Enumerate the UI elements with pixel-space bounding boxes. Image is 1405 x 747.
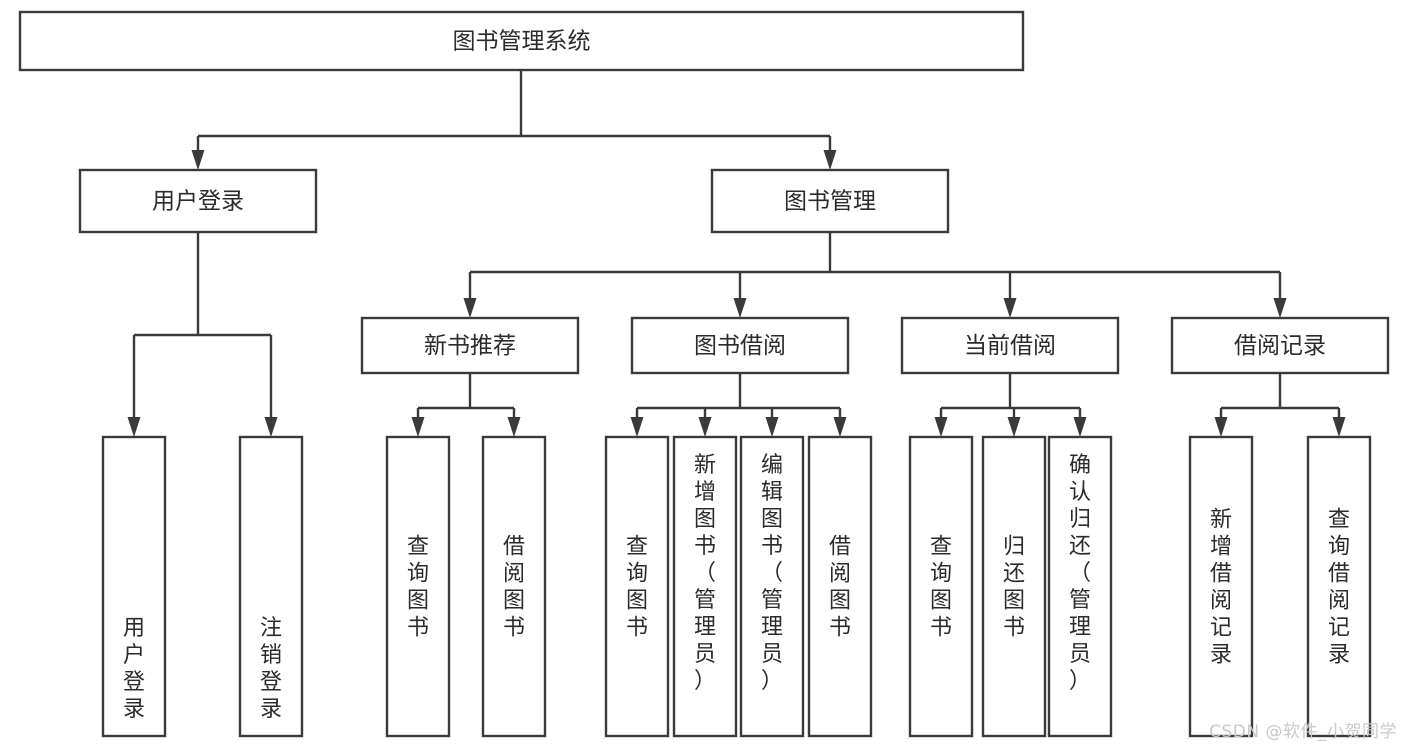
- arrow-head-icon: [1332, 417, 1346, 437]
- node-leaf-query-book-current[interactable]: 查询图书: [908, 435, 974, 738]
- arrow-head-icon: [765, 417, 779, 437]
- node-label: 用户登录: [152, 189, 244, 215]
- node-box[interactable]: [101, 435, 167, 738]
- node-box[interactable]: [710, 168, 950, 234]
- node-box[interactable]: [908, 435, 974, 738]
- node-label: 图书借阅: [694, 333, 786, 359]
- node-label: 新增图书（管理员）: [694, 453, 716, 694]
- arrow-head-icon: [264, 417, 278, 437]
- node-box[interactable]: [385, 435, 451, 738]
- node-box[interactable]: [807, 435, 873, 738]
- node-new-book-recommend[interactable]: 新书推荐: [360, 316, 580, 375]
- node-label: 用户登录: [123, 616, 145, 722]
- node-leaf-borrow-book-rec[interactable]: 借阅图书: [481, 435, 547, 738]
- node-leaf-query-book-rec[interactable]: 查询图书: [385, 435, 451, 738]
- arrow-head-icon: [411, 417, 425, 437]
- connector-borrowrecord-to-leaves: [1214, 373, 1346, 437]
- node-label: 新书推荐: [424, 333, 516, 359]
- node-leaf-add-borrow-record[interactable]: 新增借阅记录: [1188, 435, 1254, 738]
- node-leaf-edit-book-admin[interactable]: 编辑图书（管理员）: [739, 435, 805, 738]
- node-label: 查询图书: [407, 535, 429, 641]
- node-borrow-record[interactable]: 借阅记录: [1170, 316, 1390, 375]
- node-box[interactable]: [360, 316, 580, 375]
- node-box[interactable]: [981, 435, 1047, 738]
- connector-root-to-level2: [191, 70, 837, 170]
- arrow-head-icon: [1007, 417, 1021, 437]
- node-leaf-query-borrow-record[interactable]: 查询借阅记录: [1306, 435, 1372, 738]
- node-box[interactable]: [1170, 316, 1390, 375]
- arrow-head-icon: [1273, 298, 1287, 318]
- connector-bookborrow-to-leaves: [630, 373, 847, 437]
- node-leaf-user-login[interactable]: 用户登录: [101, 435, 167, 738]
- connector-userlogin-to-leaves: [127, 232, 278, 437]
- node-label: 当前借阅: [964, 333, 1056, 359]
- arrow-head-icon: [127, 417, 141, 437]
- node-root[interactable]: 图书管理系统: [18, 10, 1025, 72]
- node-leaf-add-book-admin[interactable]: 新增图书（管理员）: [672, 435, 738, 738]
- connector-bookmanage-to-level3: [463, 232, 1287, 318]
- arrow-head-icon: [1003, 298, 1017, 318]
- node-leaf-logout[interactable]: 注销登录: [238, 435, 304, 738]
- node-user-login[interactable]: 用户登录: [78, 168, 318, 234]
- arrow-head-icon: [823, 150, 837, 170]
- node-label: 借阅图书: [829, 535, 851, 641]
- connector-layer: [127, 70, 1346, 437]
- node-leaf-borrow-book[interactable]: 借阅图书: [807, 435, 873, 738]
- arrow-head-icon: [191, 150, 205, 170]
- connector-newbook-to-leaves: [411, 373, 521, 437]
- arrow-head-icon: [1214, 417, 1228, 437]
- arrow-head-icon: [463, 298, 477, 318]
- node-label: 借阅图书: [503, 535, 525, 641]
- node-box[interactable]: [481, 435, 547, 738]
- arrow-head-icon: [698, 417, 712, 437]
- node-layer: 图书管理系统用户登录图书管理新书推荐图书借阅当前借阅借阅记录用户登录注销登录查询…: [18, 10, 1390, 738]
- node-label: 图书管理: [784, 189, 876, 215]
- arrow-head-icon: [507, 417, 521, 437]
- node-label: 归还图书: [1003, 535, 1025, 641]
- node-label: 查询图书: [930, 535, 952, 641]
- arrow-head-icon: [833, 417, 847, 437]
- node-box[interactable]: [18, 10, 1025, 72]
- connector-currentborrow-to-leaves: [934, 373, 1087, 437]
- node-leaf-return-book[interactable]: 归还图书: [981, 435, 1047, 738]
- node-leaf-query-book-borrow[interactable]: 查询图书: [604, 435, 670, 738]
- node-book-borrow[interactable]: 图书借阅: [630, 316, 850, 375]
- node-label: 注销登录: [260, 616, 282, 722]
- arrow-head-icon: [733, 298, 747, 318]
- node-label: 查询图书: [626, 535, 648, 641]
- node-box[interactable]: [900, 316, 1120, 375]
- node-label: 编辑图书（管理员）: [761, 453, 783, 694]
- arrow-head-icon: [934, 417, 948, 437]
- node-box[interactable]: [1306, 435, 1372, 738]
- node-label: 图书管理系统: [453, 29, 591, 55]
- node-box[interactable]: [1188, 435, 1254, 738]
- node-box[interactable]: [238, 435, 304, 738]
- node-box[interactable]: [1047, 435, 1113, 738]
- node-label: 确认归还（管理员）: [1069, 453, 1091, 694]
- node-box[interactable]: [672, 435, 738, 738]
- node-book-manage[interactable]: 图书管理: [710, 168, 950, 234]
- node-current-borrow[interactable]: 当前借阅: [900, 316, 1120, 375]
- node-box[interactable]: [739, 435, 805, 738]
- node-leaf-confirm-return-admin[interactable]: 确认归还（管理员）: [1047, 435, 1113, 738]
- arrow-head-icon: [1073, 417, 1087, 437]
- node-label: 借阅记录: [1234, 333, 1326, 359]
- node-label: 查询借阅记录: [1328, 508, 1350, 668]
- arrow-head-icon: [630, 417, 644, 437]
- node-box[interactable]: [78, 168, 318, 234]
- node-label: 新增借阅记录: [1210, 508, 1232, 668]
- node-box[interactable]: [630, 316, 850, 375]
- node-box[interactable]: [604, 435, 670, 738]
